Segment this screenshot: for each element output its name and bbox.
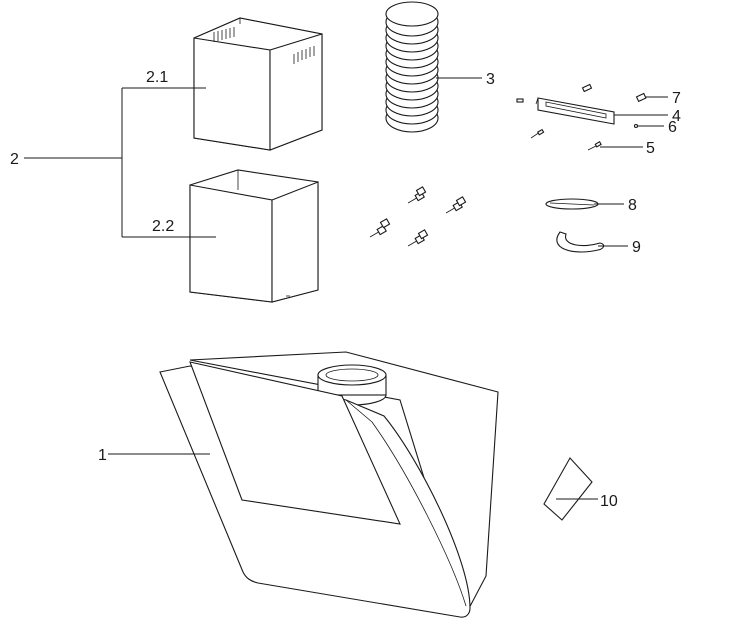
leader-2	[24, 87, 216, 238]
label-3: 3	[486, 71, 495, 88]
label-6: 6	[668, 119, 677, 136]
mounting-bracket	[535, 97, 615, 125]
damper-flap	[545, 198, 599, 210]
filter-panel	[543, 457, 593, 521]
label-2: 2	[10, 151, 19, 168]
label-4: 4	[672, 108, 681, 125]
clamp-ring	[556, 231, 605, 253]
label-10: 10	[600, 493, 618, 510]
bracket-fixings	[516, 83, 647, 151]
screws-set	[369, 186, 467, 247]
upper-chimney-cover	[193, 17, 323, 151]
label-8: 8	[628, 197, 637, 214]
label-7: 7	[672, 90, 681, 107]
lower-chimney-cover	[189, 169, 319, 303]
label-2-1: 2.1	[146, 69, 168, 86]
hood-body	[159, 351, 499, 618]
label-1: 1	[98, 447, 107, 464]
label-9: 9	[632, 239, 641, 256]
vent-slots	[213, 27, 315, 64]
label-2-2: 2.2	[152, 218, 174, 235]
label-5: 5	[646, 140, 655, 157]
flexible-duct-hose	[385, 1, 439, 133]
